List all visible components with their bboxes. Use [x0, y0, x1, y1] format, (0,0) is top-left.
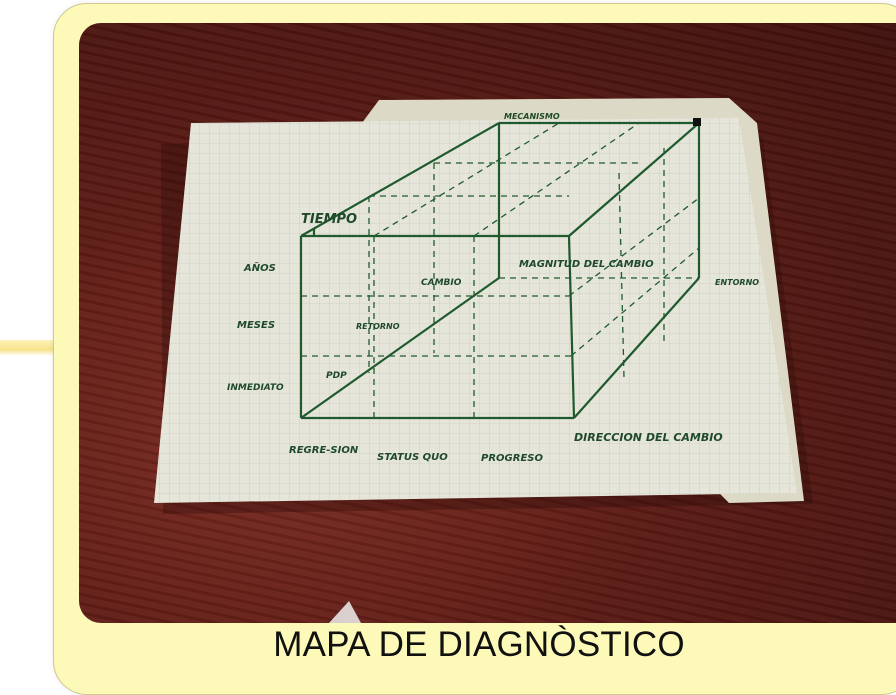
left-accent-bar: [0, 340, 62, 356]
label-direction-axis: DIRECCION DEL CAMBIO: [574, 431, 723, 444]
label-regression: REGRE-SION: [289, 445, 359, 456]
label-progress: PROGRESO: [481, 453, 543, 464]
label-return: RETORNO: [356, 322, 400, 331]
label-status-quo: STATUS QUO: [377, 452, 448, 463]
slide-caption: MAPA DE DIAGNÒSTICO: [273, 625, 685, 664]
label-time-axis: TIEMPO: [301, 212, 357, 227]
cube-lines: [299, 121, 701, 420]
label-pdp: PDP: [326, 371, 347, 381]
label-immediate: INMEDIATO: [227, 383, 284, 393]
label-environment: ENTORNO: [715, 278, 759, 287]
label-magnitude-axis: MAGNITUD DEL CAMBIO: [519, 259, 654, 270]
label-mechanism: MECANISMO: [504, 112, 560, 121]
sketch-drawing: TIEMPO AÑOS MESES INMEDIATO DIRECCION DE…: [154, 98, 813, 623]
label-change: CAMBIO: [421, 278, 462, 288]
label-years: AÑOS: [243, 261, 276, 274]
diagnostic-map-photo: TIEMPO AÑOS MESES INMEDIATO DIRECCION DE…: [79, 23, 896, 623]
label-months: MESES: [237, 320, 275, 331]
